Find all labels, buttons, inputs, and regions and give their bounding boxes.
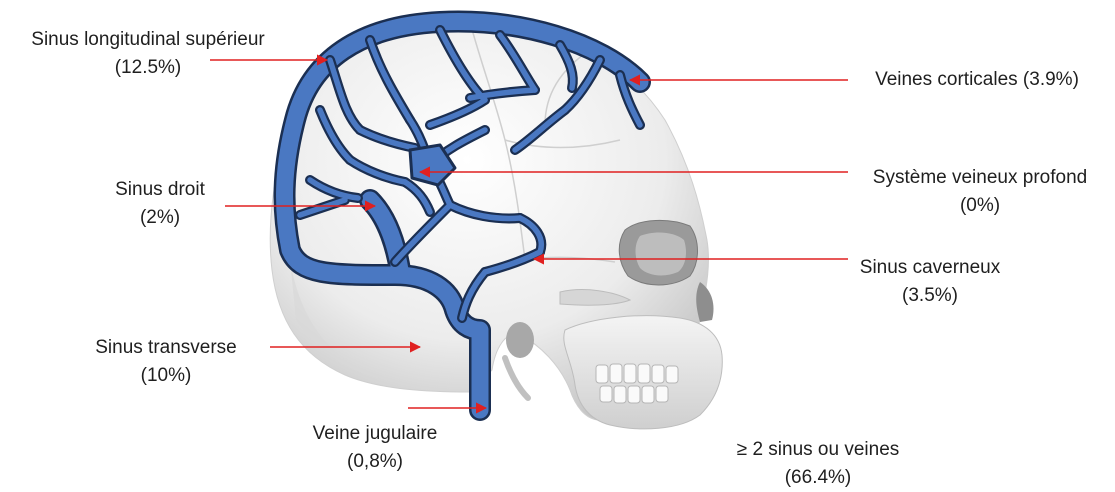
label-systeme-profond-name: Système veineux profond — [852, 164, 1108, 192]
label-veines-corticales-name: Veines corticales (3.9%) — [852, 66, 1102, 94]
label-sinus-droit: Sinus droit (2%) — [100, 176, 220, 232]
label-veine-jugulaire-name: Veine jugulaire — [290, 420, 460, 448]
label-sinus-longitudinal-name: Sinus longitudinal supérieur — [8, 26, 288, 54]
label-sinus-transverse-name: Sinus transverse — [76, 334, 256, 362]
label-veines-corticales: Veines corticales (3.9%) — [852, 66, 1102, 94]
label-sinus-transverse: Sinus transverse (10%) — [76, 334, 256, 390]
label-multiple-sinus-name: ≥ 2 sinus ou veines — [712, 436, 924, 464]
label-sinus-droit-pct: (2%) — [100, 204, 220, 232]
label-sinus-droit-name: Sinus droit — [100, 176, 220, 204]
label-veine-jugulaire: Veine jugulaire (0,8%) — [290, 420, 460, 476]
label-sinus-transverse-pct: (10%) — [76, 362, 256, 390]
label-veine-jugulaire-pct: (0,8%) — [290, 448, 460, 476]
label-multiple-sinus-pct: (66.4%) — [712, 464, 924, 492]
label-systeme-profond: Système veineux profond (0%) — [852, 164, 1108, 220]
label-sinus-longitudinal-pct: (12.5%) — [8, 54, 288, 82]
label-systeme-profond-pct: (0%) — [852, 192, 1108, 220]
label-sinus-caverneux-name: Sinus caverneux — [850, 254, 1010, 282]
label-sinus-longitudinal: Sinus longitudinal supérieur (12.5%) — [8, 26, 288, 82]
label-sinus-caverneux: Sinus caverneux (3.5%) — [850, 254, 1010, 310]
label-multiple-sinus: ≥ 2 sinus ou veines (66.4%) — [712, 436, 924, 492]
label-sinus-caverneux-pct: (3.5%) — [850, 282, 1010, 310]
